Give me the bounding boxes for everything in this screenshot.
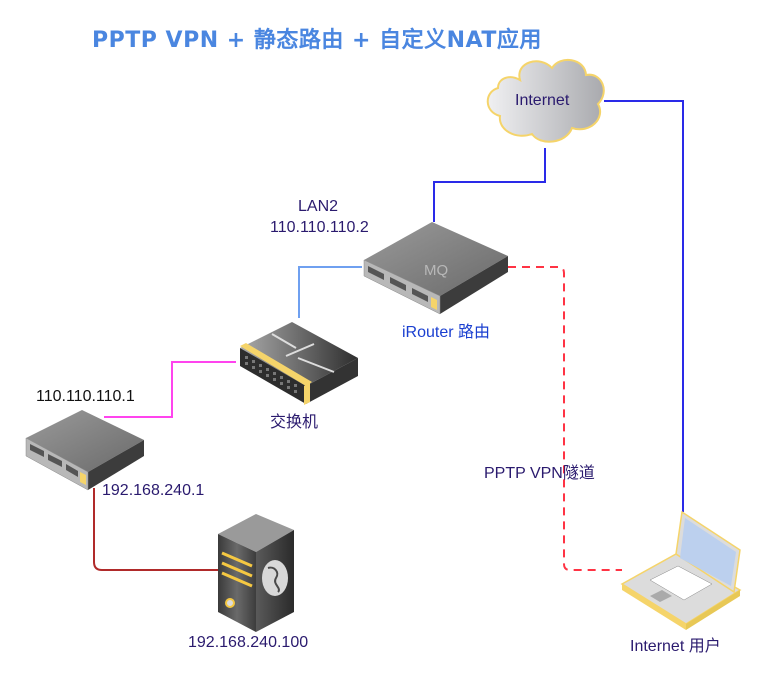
laptop-label: Internet 用户 [630, 638, 721, 655]
irouter-brand-badge: MQ [424, 262, 449, 279]
vpn-tunnel-link [508, 266, 622, 571]
link-cloud-to-irouter [433, 148, 546, 222]
vpn-tunnel-label: PPTP VPN隧道 [484, 465, 595, 482]
irouter-device[interactable] [363, 222, 508, 315]
lan2-port-label: LAN2 [298, 198, 339, 215]
switch-icon[interactable] [240, 322, 358, 405]
lan-router-device[interactable] [25, 410, 144, 491]
link-lan-router-to-server [93, 488, 218, 571]
server-ip: 192.168.240.100 [188, 634, 309, 651]
internet-label: Internet [515, 92, 570, 109]
irouter-lan-ip: 110.110.110.2 [270, 219, 369, 236]
link-cloud-to-laptop [604, 100, 684, 512]
laptop-icon[interactable] [620, 510, 742, 630]
cloud-icon [486, 59, 605, 143]
link-irouter-to-switch [298, 266, 362, 318]
link-switch-to-lan-router [104, 361, 236, 418]
links [93, 100, 684, 571]
irouter-label: iRouter 路由 [402, 324, 491, 341]
diagram-title: PPTP VPN + 静态路由 + 自定义NAT应用 [92, 28, 542, 53]
lan-router-lan-ip: 192.168.240.1 [102, 482, 205, 499]
switch-label: 交换机 [270, 414, 319, 431]
server-icon[interactable] [218, 514, 294, 632]
lan-router-wan-ip: 110.110.110.1 [36, 388, 135, 405]
